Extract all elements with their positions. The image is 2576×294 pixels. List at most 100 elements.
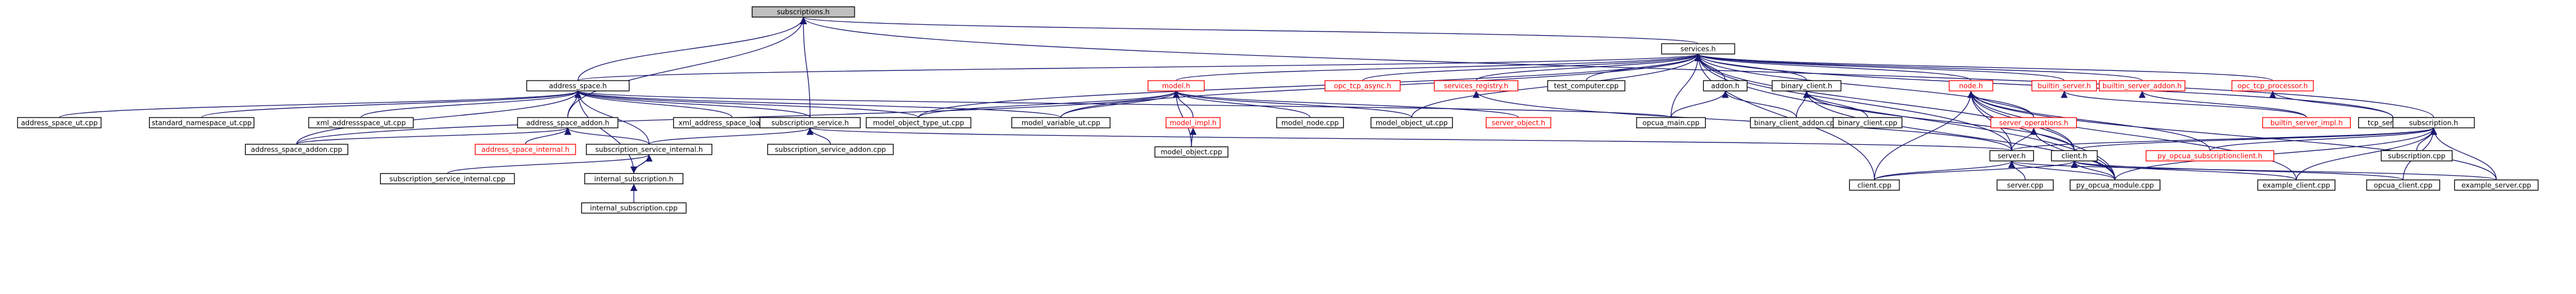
graph-node-label: services_registry.h bbox=[1444, 82, 1508, 90]
graph-node-box bbox=[2098, 80, 2186, 92]
graph-node-label: model.h bbox=[1162, 82, 1191, 90]
graph-node[interactable]: example_server.cpp bbox=[2454, 179, 2539, 191]
graph-node-box bbox=[2231, 80, 2314, 92]
graph-edge bbox=[918, 90, 1180, 118]
graph-node[interactable]: model_object_type_ut.cpp bbox=[866, 117, 971, 129]
graph-node-label: address_space_addon.h bbox=[526, 118, 609, 127]
graph-edge bbox=[2430, 127, 2497, 180]
graph-node[interactable]: builtin_server.h bbox=[2031, 80, 2097, 92]
graph-node[interactable]: subscription_service_internal.cpp bbox=[380, 173, 515, 184]
graph-node[interactable]: client.h bbox=[2051, 150, 2098, 162]
graph-node-box bbox=[1547, 80, 1626, 92]
graph-node[interactable]: client.cpp bbox=[1848, 179, 1900, 191]
graph-edge-path bbox=[574, 90, 1062, 118]
graph-edge-path bbox=[1874, 160, 2078, 181]
graph-node[interactable]: example_client.cpp bbox=[2257, 179, 2336, 191]
graph-node[interactable]: subscription_service.h bbox=[759, 117, 861, 129]
graph-edge bbox=[1967, 90, 2297, 180]
graph-edge-path bbox=[630, 154, 650, 174]
graph-edge-path bbox=[2071, 161, 2116, 181]
graph-node-box bbox=[1703, 80, 1748, 92]
graph-node[interactable]: opcua_client.cpp bbox=[2366, 179, 2440, 191]
graph-node[interactable]: model_impl.h bbox=[1165, 117, 1221, 129]
graph-edge bbox=[2074, 127, 2437, 152]
graph-edge bbox=[2138, 90, 2307, 118]
graph-edge bbox=[201, 90, 582, 118]
graph-node[interactable]: subscription_service_addon.cpp bbox=[767, 144, 894, 155]
graph-edge bbox=[1172, 90, 1311, 118]
graph-edge-path bbox=[1060, 90, 1180, 118]
graph-node[interactable]: builtin_server_impl.h bbox=[2262, 117, 2351, 129]
graph-node[interactable]: services_registry.h bbox=[1434, 80, 1519, 92]
graph-node[interactable]: subscription_service_internal.h bbox=[586, 144, 712, 155]
graph-node[interactable]: server.cpp bbox=[1996, 179, 2054, 191]
graph-edge bbox=[1060, 90, 1180, 118]
graph-node[interactable]: server_object.h bbox=[1485, 117, 1551, 129]
graph-node[interactable]: subscription.cpp bbox=[2380, 150, 2453, 162]
graph-node[interactable]: binary_client_addon.cpp bbox=[1750, 117, 1843, 129]
graph-node-label: server.h bbox=[1997, 152, 2025, 160]
graph-node[interactable]: opc_tcp_async.h bbox=[1324, 80, 1401, 92]
graph-edge-path bbox=[1694, 54, 2034, 118]
graph-node-label: opc_tcp_async.h bbox=[1334, 82, 1392, 90]
graph-node[interactable]: standard_namespace_ut.cpp bbox=[149, 117, 255, 129]
graph-edge-path bbox=[2074, 127, 2437, 152]
graph-node[interactable]: binary_client.cpp bbox=[1833, 117, 1903, 129]
graph-node-label: xml_address_space_loader.cpp bbox=[678, 118, 786, 127]
graph-node: subscriptions.h bbox=[751, 6, 855, 18]
graph-edge bbox=[1695, 53, 2273, 81]
graph-node[interactable]: test_computer.cpp bbox=[1547, 80, 1626, 92]
graph-edge-path bbox=[2008, 160, 2497, 181]
graph-node-box bbox=[759, 117, 861, 129]
graph-edge-path bbox=[1967, 90, 2497, 180]
graph-edge bbox=[2269, 90, 2394, 118]
graph-node[interactable]: opc_tcp_processor.h bbox=[2231, 80, 2314, 92]
graph-node[interactable]: server.h bbox=[1989, 150, 2034, 162]
graph-node-box bbox=[1324, 80, 1401, 92]
graph-node[interactable]: subscription.h bbox=[2392, 117, 2475, 129]
graph-node[interactable]: address_space.h bbox=[526, 80, 630, 92]
graph-node-box bbox=[751, 6, 855, 18]
graph-node[interactable]: internal_subscription.cpp bbox=[581, 202, 687, 214]
graph-edge bbox=[1803, 90, 2116, 180]
graph-node-box bbox=[2454, 179, 2539, 191]
graph-node-label: internal_subscription.h bbox=[594, 175, 674, 183]
graph-node[interactable]: server_operations.h bbox=[1990, 117, 2077, 129]
graph-node[interactable]: builtin_server_addon.h bbox=[2098, 80, 2186, 92]
graph-edge bbox=[2071, 160, 2404, 181]
graph-edge-path bbox=[2138, 90, 2307, 118]
graph-node-label: address_space.h bbox=[549, 82, 607, 90]
graph-edge bbox=[800, 16, 1699, 44]
graph-node[interactable]: opcua_main.cpp bbox=[1636, 117, 1706, 129]
graph-node-label: builtin_server_impl.h bbox=[2270, 118, 2343, 127]
graph-node[interactable]: internal_subscription.h bbox=[584, 173, 684, 184]
graph-node[interactable]: py_opcua_subscriptionclient.h bbox=[2146, 150, 2275, 162]
graph-edge bbox=[447, 154, 652, 174]
graph-node[interactable]: address_space_internal.h bbox=[475, 144, 576, 155]
graph-node[interactable]: py_opcua_module.cpp bbox=[2069, 179, 2161, 191]
graph-node-label: server.cpp bbox=[2007, 181, 2043, 189]
graph-edge-path bbox=[1172, 90, 1519, 118]
graph-node[interactable]: binary_client.h bbox=[1772, 80, 1842, 92]
graph-edge bbox=[800, 17, 811, 118]
graph-edge-path bbox=[2269, 90, 2394, 118]
graph-node[interactable]: model_object_ut.cpp bbox=[1370, 117, 1453, 129]
graph-node-label: address_space_addon.cpp bbox=[251, 145, 343, 154]
graph-node-box bbox=[584, 173, 684, 184]
graph-node[interactable]: address_space_addon.cpp bbox=[245, 144, 349, 155]
graph-edge-path bbox=[1172, 90, 1413, 118]
graph-node[interactable]: node.h bbox=[1948, 80, 1994, 92]
graph-edge-path bbox=[1671, 90, 1729, 118]
graph-node[interactable]: services.h bbox=[1661, 43, 1735, 55]
graph-node[interactable]: model.h bbox=[1148, 80, 1205, 92]
graph-node-label: address_space_ut.cpp bbox=[21, 118, 98, 127]
graph-node[interactable]: address_space_ut.cpp bbox=[17, 117, 102, 129]
graph-node[interactable]: addon.h bbox=[1703, 80, 1748, 92]
graph-node[interactable]: address_space_addon.h bbox=[517, 117, 619, 129]
graph-node[interactable]: model_variable_ut.cpp bbox=[1011, 117, 1111, 129]
graph-edge bbox=[574, 90, 634, 174]
graph-node[interactable]: model_object.cpp bbox=[1154, 146, 1229, 158]
graph-node-box bbox=[1833, 117, 1903, 129]
graph-node[interactable]: model_node.cpp bbox=[1276, 117, 1344, 129]
graph-node[interactable]: xml_addressspace_ut.cpp bbox=[308, 117, 414, 129]
